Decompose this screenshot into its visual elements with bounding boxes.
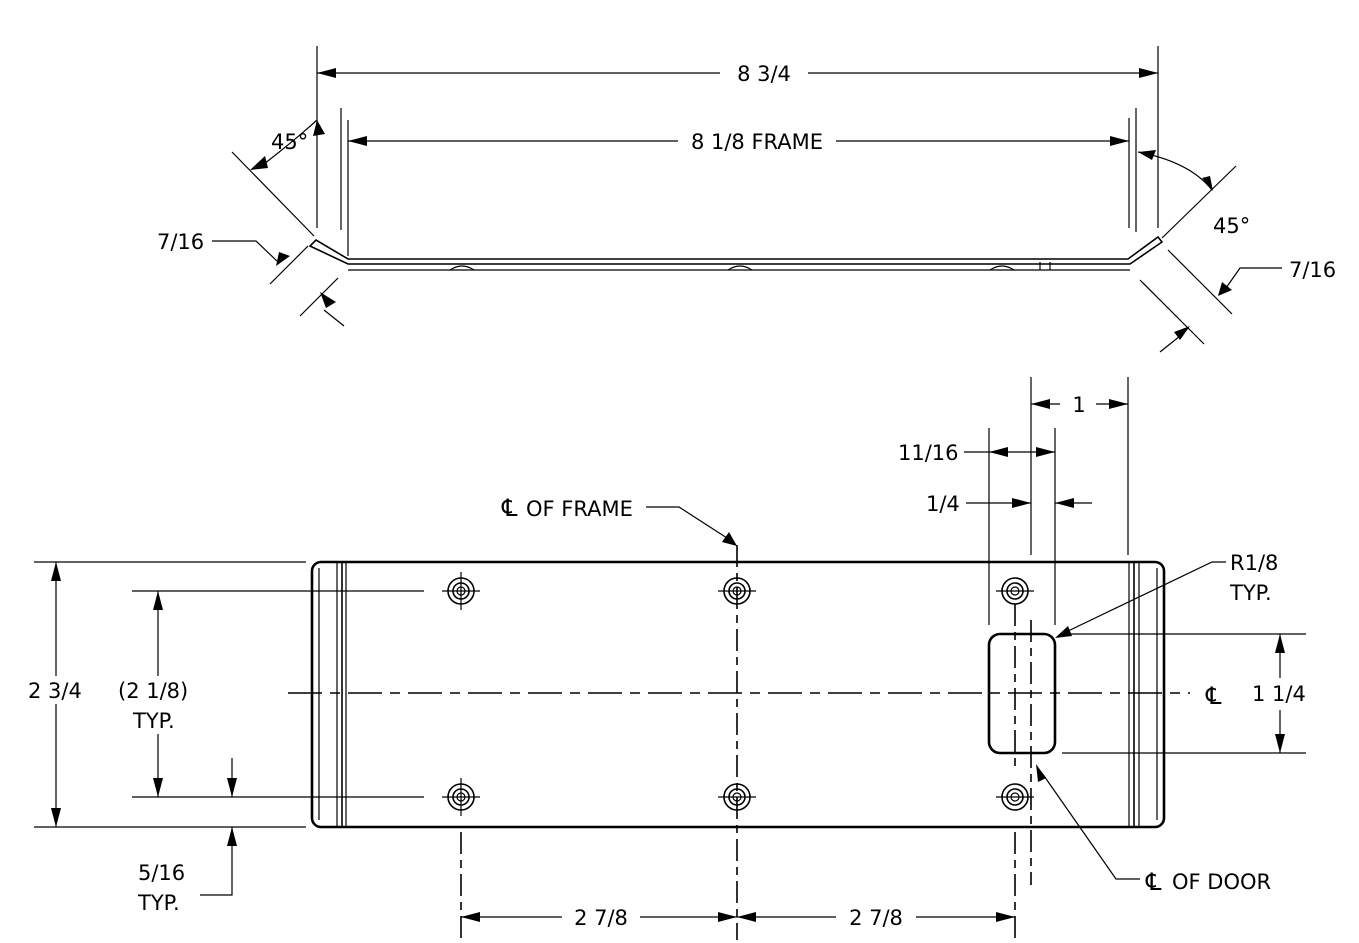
plate-outline [310,560,1166,829]
arrowhead [989,447,1008,457]
arrowhead [1036,447,1055,457]
centerline-symbol: ℄ [1205,682,1222,710]
arrowhead [1202,176,1213,191]
arrowhead [461,912,480,922]
dim-edge-offset-typ: TYP. [137,891,180,915]
leader-flange-right [1225,267,1282,289]
dim-spacing-left: 2 7/8 [574,906,628,930]
mounting-hole [718,577,756,605]
flange-ext-right [1139,279,1205,345]
arrowhead [153,778,163,797]
flange-ext-right [1167,249,1233,315]
mounting-hole [718,783,756,811]
plan-view: ℄ OF FRAME 1 11/16 1/4 R1/8 TYP. [24,377,1306,940]
arrowhead [1275,634,1285,653]
arrowhead [1055,626,1072,638]
leader-edge-offset [200,827,233,896]
angle-arc-left [263,119,318,165]
mounting-hole [442,572,480,610]
radius-typ-label: TYP. [1229,581,1272,605]
arrowhead [1110,136,1129,146]
flange-right: 7/16 [1289,258,1336,282]
arrowhead [1139,68,1158,78]
angle-ext-right [1161,165,1237,239]
arrowhead [227,827,237,846]
arrowhead [1012,498,1031,508]
dim-hole-spacing: (2 1/8) [118,679,188,703]
angle-left: 45° [271,130,308,154]
dim-slot-height: 1 1/4 [1252,682,1306,706]
plate-bumps [449,262,1051,271]
dim-frame-width: 8 1/8 FRAME [691,130,823,154]
arrowhead [51,808,61,827]
arrowhead [313,120,325,136]
arrowhead [276,252,290,266]
arrowhead [1275,734,1285,753]
dim-1-4: 1/4 [926,492,960,516]
dim-11-16: 11/16 [898,441,959,465]
arrowhead [1109,399,1128,409]
arrowhead [227,778,237,797]
arrowhead [1174,326,1190,340]
dim-1: 1 [1072,393,1085,417]
arrowhead [317,68,336,78]
arrowhead [718,912,737,922]
arrowhead [1036,764,1046,782]
radius-label: R1/8 [1230,551,1278,575]
top-view: 8 3/4 8 1/8 FRAME 45° 45° 7/16 7/16 [157,46,1336,353]
centerline-symbol: ℄ [501,494,518,522]
flange-ext-left [269,245,309,285]
flange-dim-right [1159,335,1181,353]
mounting-hole [442,778,480,816]
leader-centerline-frame [646,506,728,539]
arrowhead [1031,399,1050,409]
dim-spacing-right: 2 7/8 [849,906,903,930]
arrowhead [348,136,367,146]
leader-centerline-door [1041,772,1140,880]
arrowhead [1138,150,1156,160]
arrowhead [51,562,61,581]
arrowhead [1055,498,1074,508]
dim-hole-spacing-typ: TYP. [132,709,175,733]
arrowhead [153,591,163,610]
mounting-hole [996,577,1034,605]
flange-left: 7/16 [157,230,204,254]
flange-dim-left [323,309,345,327]
leader-flange-left [212,240,279,263]
arrowhead [250,156,268,170]
angle-right: 45° [1213,214,1250,238]
dim-overall-width: 8 3/4 [737,62,791,86]
door-slot [987,632,1057,755]
label-centerline-frame: OF FRAME [526,497,633,521]
mounting-hole [996,783,1034,811]
leader-radius [1065,561,1226,633]
arrowhead [1218,282,1232,296]
arrowhead [320,292,336,308]
label-centerline-door: OF DOOR [1172,870,1271,894]
dim-height-overall: 2 3/4 [28,679,82,703]
plate-profile [308,235,1164,265]
arrowhead [722,532,737,546]
angle-ext-left [231,151,315,237]
centerline-symbol: ℄ [1145,868,1162,896]
arrowhead [996,912,1015,922]
flange-ext-left [299,277,339,317]
arrowhead [737,912,756,922]
dim-edge-offset: 5/16 [138,861,185,885]
